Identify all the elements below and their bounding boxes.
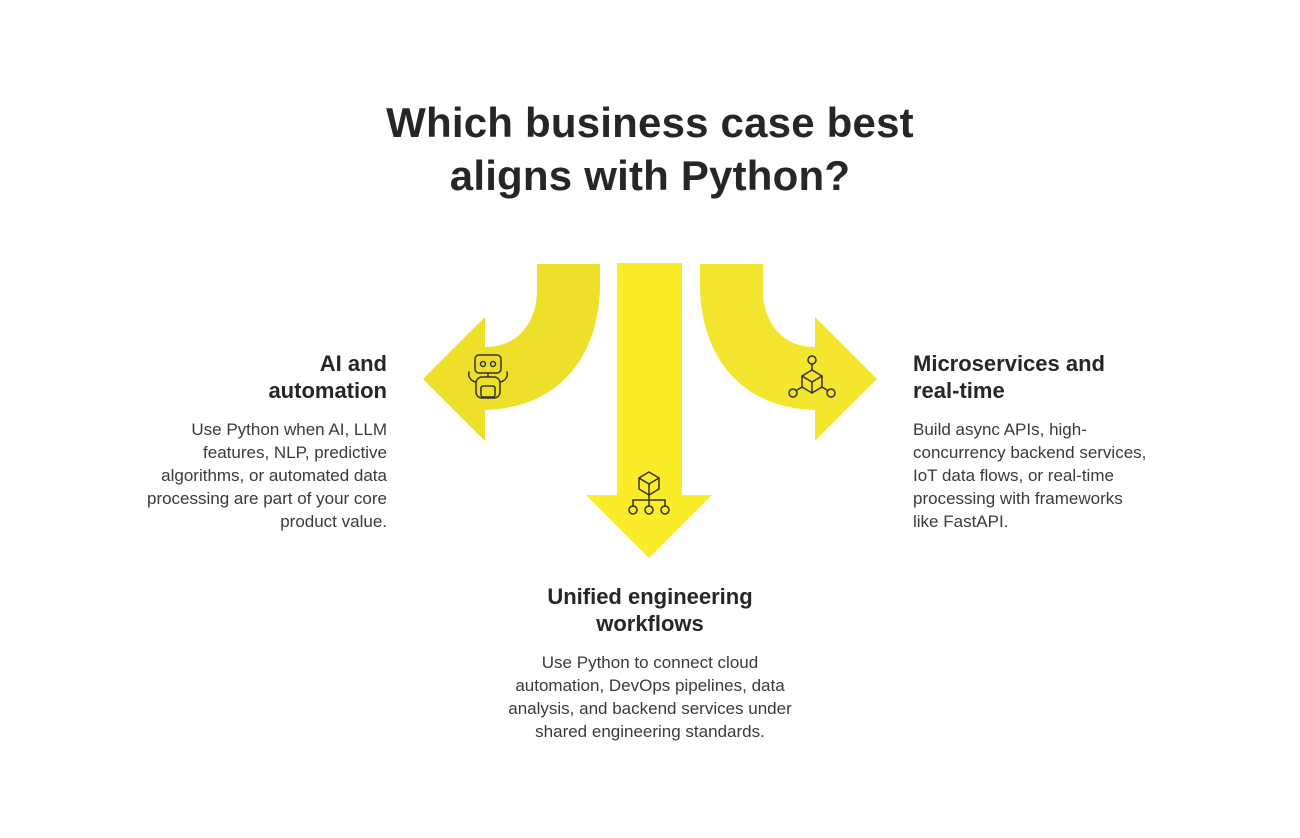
- heading-line: real-time: [913, 378, 1005, 403]
- option-microservices-heading: Microservices and real-time: [913, 350, 1173, 404]
- right-curved-arrow: [700, 264, 877, 441]
- option-ai-automation-description: Use Python when AI, LLM features, NLP, p…: [107, 418, 387, 533]
- heading-line: Unified engineering: [547, 584, 753, 609]
- heading-line: automation: [268, 378, 387, 403]
- description-line: analysis, and backend services under: [508, 699, 792, 718]
- description-line: product value.: [280, 512, 387, 531]
- description-line: concurrency backend services,: [913, 443, 1147, 462]
- heading-line: workflows: [596, 611, 704, 636]
- description-line: Use Python when AI, LLM: [191, 420, 387, 439]
- description-line: features, NLP, predictive: [203, 443, 387, 462]
- description-line: algorithms, or automated data: [161, 466, 387, 485]
- center-down-arrow: [586, 263, 712, 558]
- heading-line: AI and: [319, 351, 387, 376]
- description-line: processing are part of your core: [146, 489, 387, 508]
- description-line: Use Python to connect cloud: [541, 653, 759, 672]
- description-line: IoT data flows, or real-time: [913, 466, 1114, 485]
- option-microservices-description: Build async APIs, high- concurrency back…: [913, 418, 1188, 533]
- description-line: processing with frameworks: [913, 489, 1123, 508]
- option-ai-automation-heading: AI and automation: [187, 350, 387, 404]
- description-line: automation, DevOps pipelines, data: [515, 676, 785, 695]
- option-unified-engineering-description: Use Python to connect cloud automation, …: [480, 651, 820, 743]
- description-line: shared engineering standards.: [535, 722, 765, 741]
- heading-line: Microservices and: [913, 351, 1105, 376]
- cube-network-icon: [788, 355, 836, 398]
- page-title: Which business case best aligns with Pyt…: [300, 96, 1000, 202]
- option-unified-engineering-heading: Unified engineering workflows: [500, 583, 800, 637]
- cube-hierarchy-icon: [628, 471, 670, 515]
- description-line: like FastAPI.: [913, 512, 1009, 531]
- title-line-2: aligns with Python?: [449, 152, 851, 199]
- robot-icon: [468, 354, 508, 399]
- title-line-1: Which business case best: [386, 99, 914, 146]
- description-line: Build async APIs, high-: [913, 420, 1087, 439]
- left-curved-arrow: [423, 264, 600, 441]
